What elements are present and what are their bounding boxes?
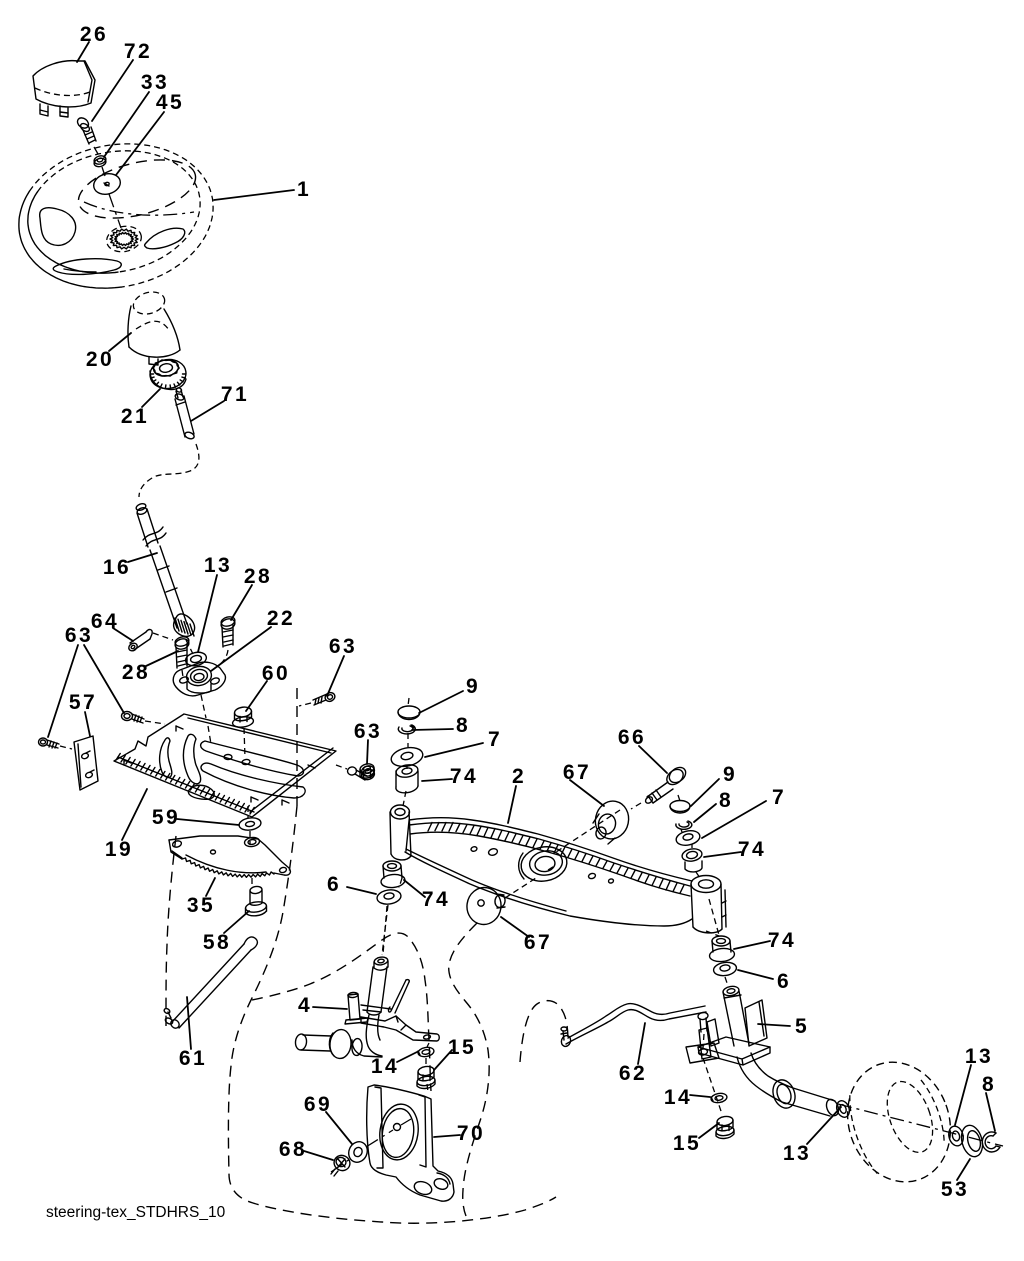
svg-text:67: 67 [563,761,591,784]
svg-text:67: 67 [524,931,552,954]
svg-text:68: 68 [279,1138,307,1161]
svg-text:4: 4 [298,994,312,1017]
svg-text:22: 22 [267,607,295,630]
svg-text:74: 74 [738,838,766,861]
svg-text:60: 60 [262,662,290,685]
svg-text:57: 57 [69,691,97,714]
svg-text:15: 15 [448,1036,476,1059]
svg-text:35: 35 [187,894,215,917]
svg-text:9: 9 [466,675,480,698]
svg-text:74: 74 [768,929,796,952]
svg-text:66: 66 [618,726,646,749]
svg-text:5: 5 [795,1015,809,1038]
svg-text:9: 9 [723,763,737,786]
svg-text:33: 33 [141,71,169,94]
svg-text:70: 70 [457,1122,485,1145]
svg-text:6: 6 [327,873,341,896]
svg-text:13: 13 [783,1142,811,1165]
svg-text:20: 20 [86,348,114,371]
svg-text:7: 7 [772,786,786,809]
svg-text:16: 16 [103,556,131,579]
svg-text:72: 72 [124,40,152,63]
svg-text:28: 28 [122,661,150,684]
svg-text:58: 58 [203,931,231,954]
svg-text:63: 63 [354,720,382,743]
svg-text:53: 53 [941,1178,969,1201]
svg-text:21: 21 [121,405,149,428]
svg-text:19: 19 [105,838,133,861]
svg-text:26: 26 [80,23,108,46]
svg-text:15: 15 [673,1132,701,1155]
svg-text:64: 64 [91,610,119,633]
svg-text:28: 28 [244,565,272,588]
svg-text:13: 13 [204,554,232,577]
svg-text:45: 45 [156,91,184,114]
svg-text:62: 62 [619,1062,647,1085]
svg-text:61: 61 [179,1047,207,1070]
svg-text:8: 8 [719,789,733,812]
svg-text:1: 1 [297,178,311,201]
svg-text:6: 6 [777,970,791,993]
svg-text:14: 14 [371,1055,399,1078]
svg-text:59: 59 [152,806,180,829]
svg-text:69: 69 [304,1093,332,1116]
svg-text:63: 63 [329,635,357,658]
svg-text:14: 14 [664,1086,692,1109]
svg-text:2: 2 [512,765,526,788]
svg-text:7: 7 [488,728,502,751]
svg-text:63: 63 [65,624,93,647]
svg-text:74: 74 [450,765,478,788]
svg-text:steering-tex_STDHRS_10: steering-tex_STDHRS_10 [46,1204,226,1221]
svg-text:8: 8 [456,714,470,737]
svg-text:71: 71 [221,383,249,406]
svg-text:13: 13 [965,1045,993,1068]
svg-text:8: 8 [982,1073,996,1096]
svg-text:74: 74 [422,888,450,911]
